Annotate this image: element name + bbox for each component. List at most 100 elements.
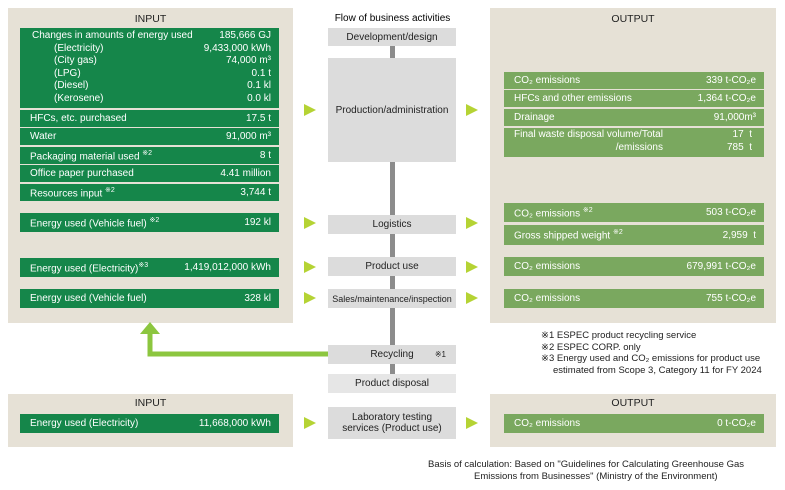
row-value: 503 t-CO₂e: [705, 207, 756, 218]
footnote-mark: ※3: [138, 261, 149, 269]
input-row: Office paper purchased 4.41 million: [20, 165, 279, 182]
waste-value: 17 t: [732, 129, 752, 140]
output-row: CO₂ emissions 339 t-CO₂e: [504, 72, 764, 89]
row-label: CO₂ emissions: [514, 418, 581, 429]
energy-item-value: 9,433,000 kWh: [203, 42, 271, 54]
input-row: Water 91,000 m³: [20, 128, 279, 145]
row-value: 679,991 t-CO₂e: [686, 261, 756, 272]
energy-item-value: 74,000 m³: [225, 55, 271, 66]
output-title: OUTPUT: [611, 13, 655, 25]
arrow-right-icon: [466, 417, 478, 429]
waste-label: Final waste disposal volume/Total: [514, 129, 663, 140]
row-value: 91,000m³: [713, 112, 756, 123]
sales-box: Sales/maintenance/inspection: [328, 289, 456, 308]
footnote-mark: ※2: [612, 229, 623, 237]
row-label: Resources input: [30, 188, 103, 200]
footnote-mark: ※2: [149, 216, 160, 224]
row-label: HFCs and other emissions: [514, 93, 632, 104]
energy-item-value: 0.1 t: [251, 67, 271, 79]
arrow-right-icon: [466, 292, 478, 304]
arrow-right-icon: [304, 104, 316, 116]
row-label: Gross shipped weight: [514, 230, 611, 242]
lab-output-row: CO₂ emissions 0 t-CO₂e: [504, 414, 764, 433]
recycling-arrow: [140, 322, 328, 357]
row-label: HFCs, etc. purchased: [30, 113, 127, 124]
input-title: INPUT: [134, 13, 167, 25]
energy-item-label: (Electricity): [54, 42, 104, 54]
footnote: estimated from Scope 3, Category 11 for …: [553, 364, 762, 376]
row-label: Energy used (Vehicle fuel): [30, 293, 147, 304]
input-product-use: Energy used (Electricity)※3 1,419,012,000…: [20, 258, 279, 277]
row-label: CO₂ emissions: [514, 75, 581, 86]
energy-value: 185,666 GJ: [219, 30, 271, 41]
row-label: Energy used (Electricity): [30, 263, 139, 275]
energy-item-label: (LPG): [54, 67, 81, 79]
product-use-box: Product use: [328, 257, 456, 276]
row-value: 2,959 t: [722, 229, 756, 241]
row-value: 0 t-CO₂e: [717, 418, 756, 429]
lab-input-title: INPUT: [134, 397, 167, 409]
row-value: 339 t-CO₂e: [705, 75, 756, 86]
basis-line: Basis of calculation: Based on "Guidelin…: [428, 459, 744, 470]
row-label: CO₂ emissions: [514, 208, 581, 220]
logistics-box: Logistics: [328, 215, 456, 234]
flow-title: Flow of business activities: [334, 13, 451, 24]
arrow-right-icon: [304, 217, 316, 229]
output-row: HFCs and other emissions 1,364 t-CO₂e: [504, 90, 764, 107]
energy-block: Changes in amounts of energy used 185,666…: [20, 28, 279, 108]
input-sales: Energy used (Vehicle fuel) 328 kl: [20, 289, 279, 308]
arrow-right-icon: [466, 261, 478, 273]
energy-item-value: 0.1 kl: [247, 80, 271, 91]
row-value: 8 t: [259, 150, 271, 161]
lab-output-title: OUTPUT: [611, 397, 655, 409]
basis-line: Emissions from Businesses" (Ministry of …: [474, 470, 718, 482]
waste-label-2: /emissions: [615, 141, 663, 153]
input-logistics: Energy used (Vehicle fuel) ※2 192 kl: [20, 213, 279, 232]
row-value: 1,419,012,000 kWh: [184, 262, 271, 273]
output-row: Gross shipped weight ※2 2,959 t: [504, 225, 764, 245]
footnote: ※1 ESPEC product recycling service: [541, 330, 697, 341]
row-label: Packaging material used: [30, 151, 140, 163]
input-row: HFCs, etc. purchased 17.5 t: [20, 110, 279, 127]
energy-item-value: 0.0 kl: [247, 92, 271, 104]
row-value: 11,668,000 kWh: [198, 418, 271, 429]
footnote-mark: ※2: [105, 186, 115, 194]
row-label: Energy used (Vehicle fuel): [30, 218, 147, 230]
row-value: 1,364 t-CO₂e: [697, 93, 756, 104]
flow-line: [390, 46, 395, 376]
arrow-right-icon: [466, 104, 478, 116]
row-label: Drainage: [514, 112, 555, 123]
energy-item-label: (Diesel): [54, 80, 89, 91]
row-label: Water: [30, 131, 57, 142]
footnote-mark: ※1: [434, 350, 446, 359]
row-value: 328 kl: [244, 293, 271, 304]
energy-label: Changes in amounts of energy used: [32, 30, 193, 41]
lab-input-row: Energy used (Electricity)11,668,000 kWh: [20, 414, 279, 433]
output-row: Drainage 91,000m³: [504, 109, 764, 126]
input-row: Packaging material used ※2 8 t: [20, 147, 279, 164]
row-value: 755 t-CO₂e: [705, 293, 756, 304]
footnotes: ※1 ESPEC product recycling service ※2 ES…: [541, 330, 762, 376]
footnote: ※2 ESPEC CORP. only: [541, 341, 641, 353]
arrow-right-icon: [466, 217, 478, 229]
arrow-right-icon: [304, 261, 316, 273]
production-box: Production/administration: [328, 58, 456, 162]
recycling-label: Recycling: [370, 349, 414, 360]
row-value: 192 kl: [244, 217, 271, 228]
waste-row: Final waste disposal volume/Total/emissi…: [504, 128, 764, 157]
row-value: 17.5 t: [245, 113, 271, 124]
row-value: 91,000 m³: [225, 131, 271, 142]
row-label: Office paper purchased: [30, 168, 134, 179]
total-emissions-value: 785 t: [726, 141, 752, 153]
lab-box: Laboratory testing services (Product use…: [328, 407, 456, 439]
dev-design-box: Development/design: [328, 28, 456, 46]
recycling-box: Recycling ※1: [328, 345, 456, 364]
row-value: 4.41 million: [220, 168, 271, 179]
basis-of-calculation: Basis of calculation: Based on "Guidelin…: [428, 459, 778, 482]
footnote-mark: ※2: [142, 149, 153, 157]
arrow-right-icon: [304, 292, 316, 304]
